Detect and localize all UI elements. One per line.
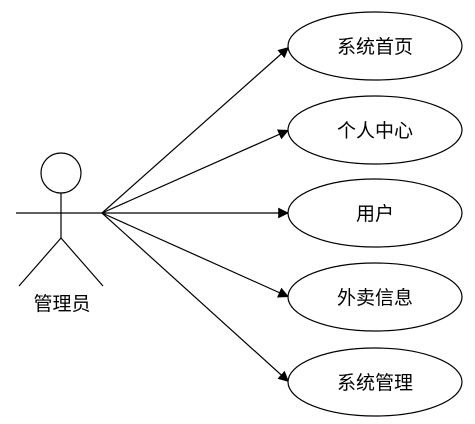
association-line-uc-4 bbox=[101, 212, 290, 298]
use-case-label: 系统管理 bbox=[337, 372, 413, 394]
association-line-uc-1 bbox=[101, 46, 290, 214]
association-line-uc-2 bbox=[101, 129, 290, 214]
use-case-label: 个人中心 bbox=[337, 120, 413, 142]
use-case-takeout-info: 外卖信息 bbox=[287, 262, 463, 332]
association-line-uc-5 bbox=[101, 212, 290, 383]
use-case-ellipse bbox=[287, 11, 463, 81]
use-case-personal-center: 个人中心 bbox=[287, 95, 463, 165]
use-case-system-management: 系统管理 bbox=[287, 347, 463, 417]
use-case-ellipse bbox=[287, 95, 463, 165]
actor-label: 管理员 bbox=[33, 293, 90, 315]
actor-right-leg bbox=[60, 237, 104, 287]
use-case-label: 系统首页 bbox=[337, 36, 413, 58]
actor-head bbox=[40, 152, 82, 194]
use-case-ellipse bbox=[287, 178, 463, 248]
use-case-label: 外卖信息 bbox=[337, 287, 413, 309]
associations bbox=[101, 46, 290, 383]
actor-admin: 管理员 bbox=[16, 152, 106, 315]
use-case-ellipse bbox=[287, 347, 463, 417]
use-case-label: 用户 bbox=[356, 203, 394, 225]
actor-left-leg bbox=[18, 237, 62, 287]
use-case-ellipse bbox=[287, 262, 463, 332]
use-case-users: 用户 bbox=[287, 178, 463, 248]
use-case-system-home: 系统首页 bbox=[287, 11, 463, 81]
